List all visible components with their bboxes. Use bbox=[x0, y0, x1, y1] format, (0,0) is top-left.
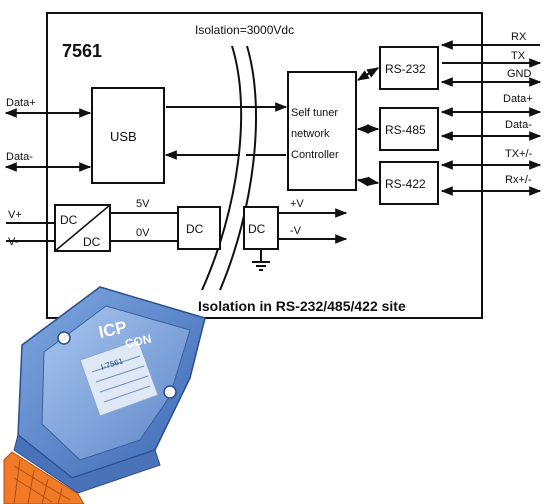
left-signal-v-plus: V+ bbox=[8, 209, 22, 221]
rs485-block bbox=[379, 107, 439, 151]
device-illustration bbox=[3, 286, 206, 504]
power-0v-label: 0V bbox=[136, 227, 150, 239]
usb-block bbox=[91, 87, 165, 184]
isolation-barrier-left bbox=[201, 45, 243, 291]
left-signal-data-plus: Data+ bbox=[6, 97, 36, 109]
ctrl-rs232-arrow bbox=[356, 67, 380, 81]
right-signal-tx: TX bbox=[511, 50, 526, 62]
right-signal-gnd: GND bbox=[507, 68, 532, 80]
dc-mid-label: DC bbox=[186, 222, 204, 236]
dc-right-label: DC bbox=[248, 222, 266, 236]
device-brand-bottom: CON bbox=[124, 332, 153, 351]
controller-block bbox=[287, 71, 357, 191]
rs422-block bbox=[379, 161, 439, 205]
controller-label-line2: network bbox=[291, 128, 330, 140]
model-number: 7561 bbox=[62, 41, 102, 61]
controller-label-line3: Controller bbox=[291, 149, 339, 161]
right-signal-data-minus: Data- bbox=[505, 119, 532, 131]
power-5v-label: 5V bbox=[136, 198, 150, 210]
isolation-barrier-right bbox=[219, 45, 258, 291]
ctrl-rs422-arrow bbox=[356, 176, 380, 187]
power-minus-v-label: -V bbox=[290, 225, 302, 237]
right-signal-tx-pm: TX+/- bbox=[505, 148, 533, 160]
rs232-block bbox=[379, 46, 439, 90]
dc-mid-block bbox=[177, 206, 221, 250]
isolation-site-caption: Isolation in RS-232/485/422 site bbox=[198, 298, 406, 314]
right-signal-data-plus: Data+ bbox=[503, 93, 533, 105]
dc-dc-diagonal bbox=[54, 204, 111, 252]
isolation-voltage-label: Isolation=3000Vdc bbox=[195, 23, 294, 37]
right-signal-rx-pm: Rx+/- bbox=[505, 174, 532, 186]
rs485-label: RS-485 bbox=[385, 123, 426, 137]
left-signal-data-minus: Data- bbox=[6, 151, 33, 163]
rs422-label: RS-422 bbox=[385, 177, 426, 191]
controller-label-line1: Self tuner bbox=[291, 107, 338, 119]
power-plus-v-label: +V bbox=[290, 198, 304, 210]
dc-dc-bottom-label: DC bbox=[83, 235, 101, 249]
rs232-label: RS-232 bbox=[385, 62, 426, 76]
dc-dc-top-label: DC bbox=[60, 213, 78, 227]
right-signal-rx: RX bbox=[511, 31, 527, 43]
usb-block-label: USB bbox=[110, 129, 137, 144]
